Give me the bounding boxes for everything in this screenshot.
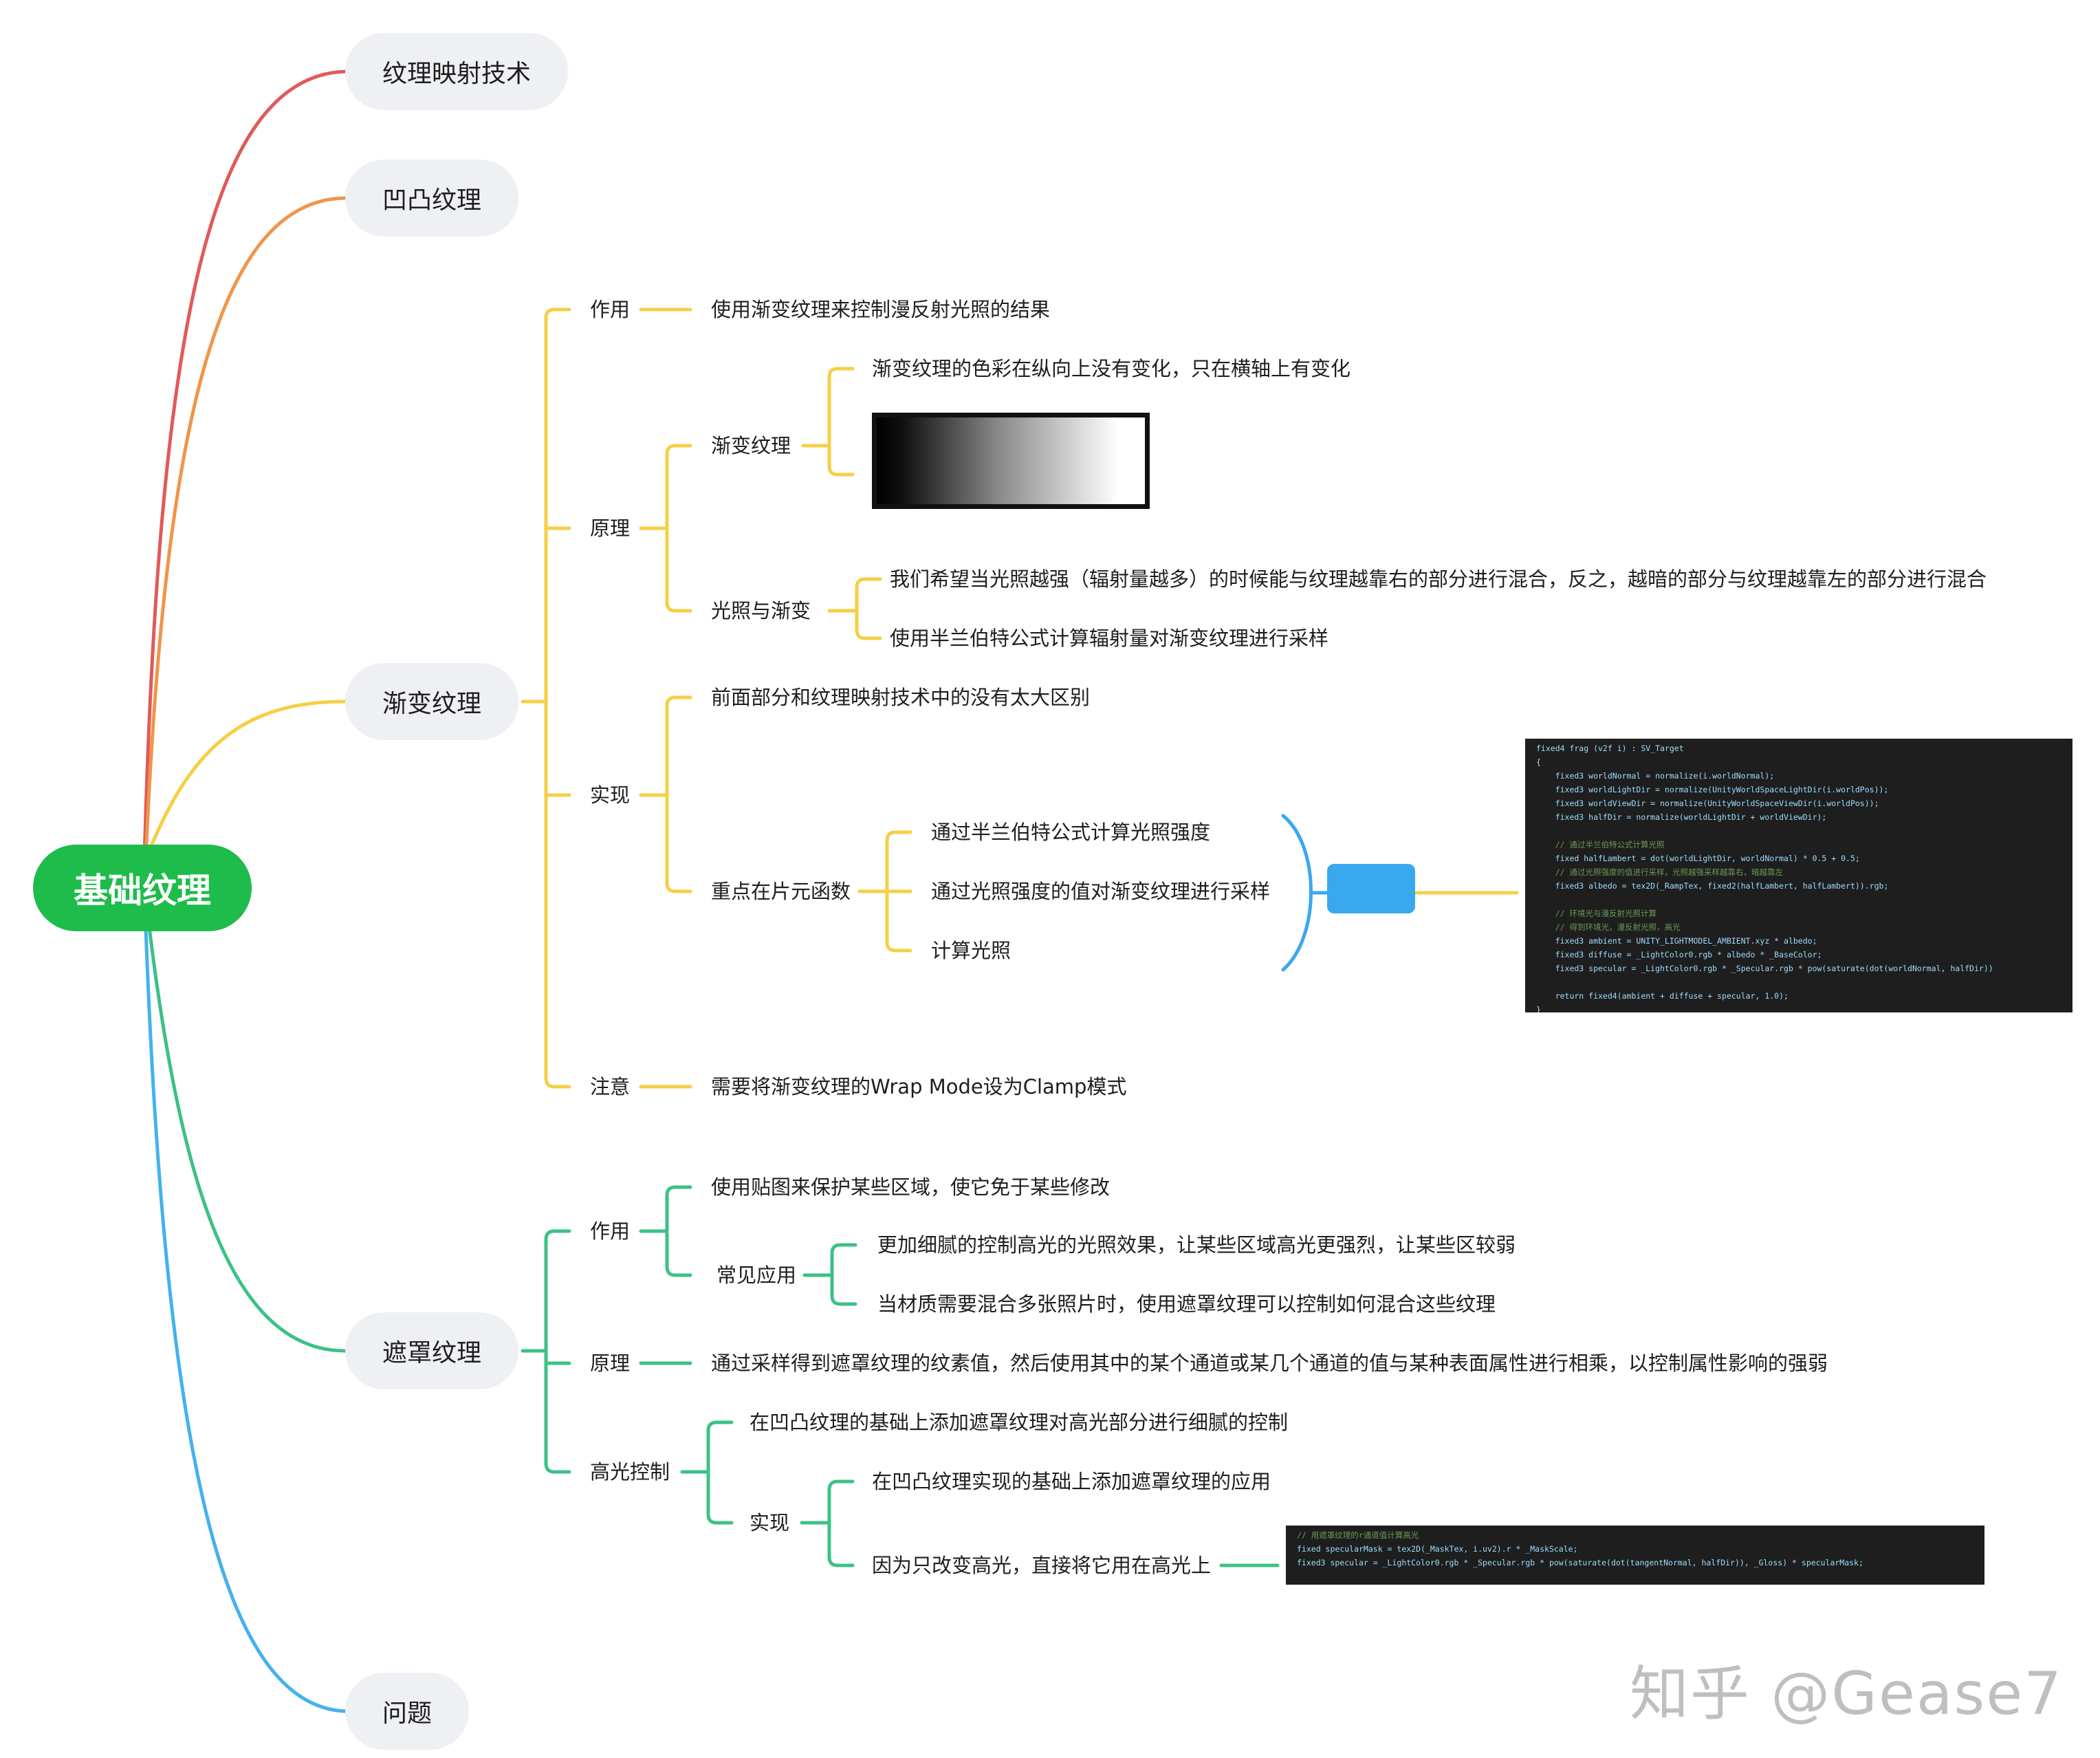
ramp-code-screenshot: fixed4 frag (v2f i) : SV_Target { fixed3 … (1525, 739, 2072, 1012)
frag-step-1[interactable]: 通过半兰伯特公式计算光照强度 (931, 821, 1211, 844)
frag-step-2[interactable]: 通过光照强度的值对渐变纹理进行采样 (931, 880, 1271, 903)
mask-bracket (544, 1229, 571, 1241)
code-line (1536, 824, 2061, 838)
code-line: fixed3 diffuse = _LightColor0.rgb * albe… (1536, 950, 1822, 959)
ramp-effect-text[interactable]: 使用渐变纹理来控制漫反射光照的结果 (711, 298, 1051, 321)
code-line: fixed3 halfDir = normalize(worldLightDir… (1536, 812, 1827, 822)
frag-step-3[interactable]: 计算光照 (931, 939, 1011, 962)
common-bracket (830, 1243, 857, 1255)
branch-line (146, 699, 347, 855)
code-line: fixed3 specular = _LightColor0.rgb * _Sp… (1536, 964, 1993, 973)
topic-texture-mapping[interactable]: 纹理映射技术 (345, 33, 569, 110)
mask-effect-text[interactable]: 使用贴图来保护某些区域，使它免于某些修改 (711, 1175, 1111, 1199)
branch-line (144, 926, 347, 1713)
mask-impl-bracket (827, 1555, 855, 1567)
code-line: // 用遮罩纹理的r通道值计算高光 (1297, 1530, 1419, 1540)
topic-questions[interactable]: 问题 (345, 1673, 470, 1750)
frag-function-label[interactable]: 重点在片元函数 (711, 880, 851, 903)
root-node[interactable]: 基础纹理 (33, 845, 252, 931)
ramp-bracket (544, 307, 571, 320)
branch-line (144, 196, 347, 862)
light-ramp-bracket (855, 628, 882, 640)
mask-impl-1[interactable]: 在凹凸纹理实现的基础上添加遮罩纹理的应用 (872, 1470, 1271, 1493)
topic-ramp[interactable]: 渐变纹理 (345, 663, 519, 740)
mask-bracket (544, 1462, 571, 1474)
code-line (1536, 893, 2061, 907)
ramp-texture-text[interactable]: 渐变纹理的色彩在纵向上没有变化，只在横轴上有变化 (872, 357, 1351, 380)
code-line: // 得到环境光，漫反射光照，高光 (1536, 922, 1681, 932)
mask-impl-2[interactable]: 因为只改变高光，直接将它用在高光上 (872, 1554, 1212, 1577)
code-line: fixed3 worldNormal = normalize(i.worldNo… (1536, 771, 1775, 781)
summary-node[interactable] (1327, 864, 1415, 913)
branch-line (142, 69, 347, 862)
principle-bracket (665, 444, 692, 456)
code-line: fixed3 worldLightDir = normalize(UnityWo… (1536, 785, 1889, 794)
code-line: // 通过半兰伯特公式计算光照 (1536, 840, 1665, 849)
code-line: // 通过光照强度的值进行采样，光照越强采样越靠右，暗越靠左 (1536, 867, 1783, 877)
ramp-note-text[interactable]: 需要将渐变纹理的Wrap Mode设为Clamp模式 (711, 1075, 1127, 1098)
light-ramp-label[interactable]: 光照与渐变 (711, 599, 811, 622)
ramp-note-label[interactable]: 注意 (590, 1075, 631, 1098)
watermark: 知乎 @Gease7 (1629, 1660, 2063, 1728)
spec-bracket (706, 1420, 734, 1433)
code-line: // 环境光与漫反射光照计算 (1536, 909, 1656, 918)
mask-common-1[interactable]: 更加细腻的控制高光的光照效果，让某些区域高光更强烈，让某些区较弱 (877, 1233, 1516, 1257)
impl-bracket (665, 881, 692, 893)
effect-bracket (665, 1185, 692, 1197)
light-ramp-text-1[interactable]: 我们希望当光照越强（辐射量越多）的时候能与纹理越靠右的部分进行混合，反之，越暗的… (890, 567, 1987, 591)
effect-bracket (665, 1265, 692, 1277)
ramp-effect-label[interactable]: 作用 (590, 298, 631, 321)
impl-bracket (665, 695, 692, 708)
frag-bracket (885, 940, 912, 953)
mask-effect-label[interactable]: 作用 (590, 1219, 631, 1243)
code-line: } (1536, 1005, 1541, 1012)
code-line: { (1536, 757, 1541, 767)
spec-control-label[interactable]: 高光控制 (590, 1460, 670, 1484)
code-line: fixed halfLambert = dot(worldLightDir, w… (1536, 854, 1860, 863)
ramp-texture-label[interactable]: 渐变纹理 (711, 434, 791, 457)
mask-principle-text[interactable]: 通过采样得到遮罩纹理的纹素值，然后使用其中的某个通道或某几个通道的值与某种表面属… (711, 1352, 1828, 1375)
ramp-bracket (544, 1076, 571, 1089)
mask-impl-bracket (827, 1479, 855, 1492)
light-ramp-bracket (855, 577, 882, 589)
ramp-principle-label[interactable]: 原理 (590, 517, 631, 540)
code-line: fixed specularMask = tex2D(_MaskTex, i.u… (1297, 1544, 1578, 1554)
ramp-impl-text[interactable]: 前面部分和纹理映射技术中的没有太大区别 (711, 686, 1091, 709)
code-line: fixed4 frag (v2f i) : SV_Target (1536, 744, 1684, 753)
topic-bump[interactable]: 凹凸纹理 (345, 160, 519, 237)
mask-common-label[interactable]: 常见应用 (717, 1263, 797, 1287)
mask-common-2[interactable]: 当材质需要混合多张照片时，使用遮罩纹理可以控制如何混合这些纹理 (877, 1292, 1496, 1316)
principle-bracket (665, 600, 692, 613)
branch-line (146, 920, 347, 1353)
summary-brace (1281, 814, 1313, 972)
mask-code-screenshot: // 用遮罩纹理的r通道值计算高光 fixed specularMask = te… (1286, 1526, 1984, 1585)
code-line: fixed3 specular = _LightColor0.rgb * _Sp… (1297, 1558, 1863, 1567)
gradient-texture-image (872, 413, 1150, 509)
ramp-tex-bracket (827, 367, 855, 379)
frag-bracket (885, 830, 912, 843)
code-line (1536, 975, 2061, 989)
mask-impl-label[interactable]: 实现 (750, 1511, 790, 1534)
common-bracket (830, 1294, 857, 1306)
spec-bracket (706, 1512, 734, 1525)
topic-mask[interactable]: 遮罩纹理 (345, 1312, 519, 1389)
light-ramp-text-2[interactable]: 使用半兰伯特公式计算辐射量对渐变纹理进行采样 (890, 627, 1329, 650)
code-line: fixed3 albedo = tex2D(_RampTex, fixed2(h… (1536, 881, 1889, 891)
code-line: fixed3 ambient = UNITY_LIGHTMODEL_AMBIEN… (1536, 936, 1817, 946)
mask-principle-label[interactable]: 原理 (590, 1352, 631, 1375)
spec-control-text[interactable]: 在凹凸纹理的基础上添加遮罩纹理对高光部分进行细腻的控制 (750, 1411, 1289, 1434)
code-line: fixed3 worldViewDir = normalize(UnityWor… (1536, 799, 1879, 808)
ramp-tex-bracket (827, 464, 855, 477)
code-line: return fixed4(ambient + diffuse + specul… (1536, 991, 1789, 1001)
ramp-impl-label[interactable]: 实现 (590, 783, 631, 807)
